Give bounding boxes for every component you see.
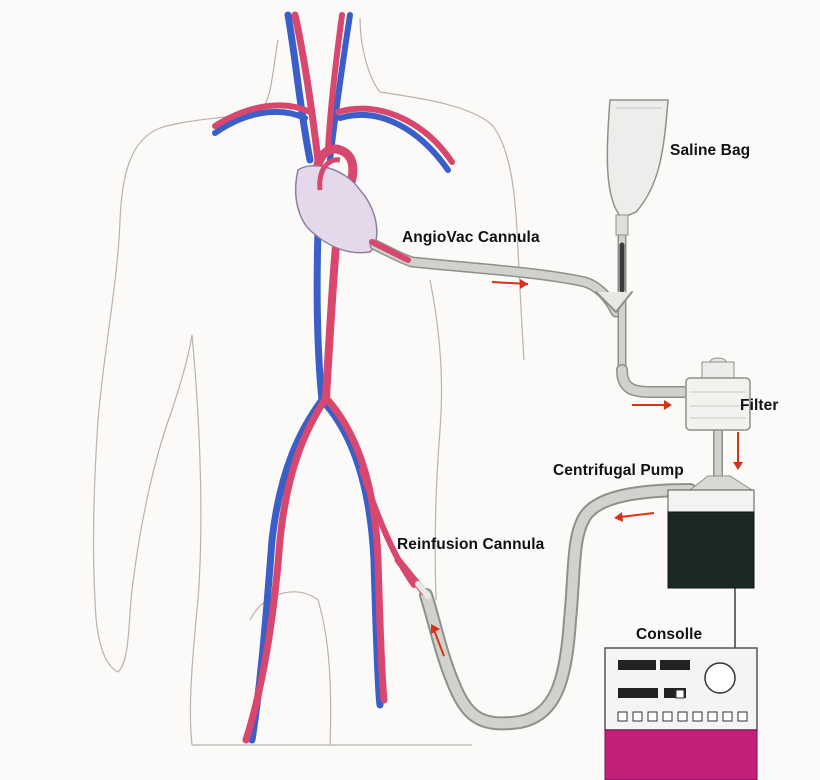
label-centrifugal-pump: Centrifugal Pump <box>553 462 684 479</box>
heart-vessel-overlay <box>317 157 341 191</box>
label-angiovac-cannula: AngioVac Cannula <box>402 229 540 246</box>
y-connector <box>595 291 633 314</box>
flow-arrow-left-icon <box>614 512 655 522</box>
iliac-artery-right <box>322 394 388 704</box>
label-filter: Filter <box>740 397 779 414</box>
filter-device <box>685 357 751 431</box>
iliac-vein-right <box>318 396 384 709</box>
flow-arrow-right-icon <box>632 400 672 410</box>
heart-shape <box>294 165 378 254</box>
flow-arrow-right-icon <box>491 279 529 289</box>
circuit-tubing <box>369 225 736 731</box>
ivc-vein <box>313 226 326 404</box>
vascular-system <box>212 11 455 744</box>
subclavian-artery-left <box>212 102 313 129</box>
label-saline-bag: Saline Bag <box>670 142 751 159</box>
iliac-artery-left <box>242 394 330 744</box>
label-reinfusion-cannula: Reinfusion Cannula <box>397 536 545 553</box>
subclavian-vein-left <box>212 108 308 136</box>
subclavian-vein-right <box>337 111 451 173</box>
flow-arrow-down-icon <box>733 432 743 470</box>
right-jugular-vein <box>327 12 353 163</box>
carotid-artery-right <box>325 12 345 153</box>
flow-arrows <box>431 279 743 657</box>
console-unit <box>604 647 758 780</box>
flow-arrow-up-icon <box>431 624 445 657</box>
subclavian-artery-right <box>335 105 455 165</box>
angiovac-tip <box>369 239 411 263</box>
body-outline <box>92 17 525 746</box>
carotid-artery-left <box>291 11 322 164</box>
saline-bag <box>606 99 669 236</box>
centrifugal-pump <box>667 475 755 589</box>
svc-vein <box>284 11 314 164</box>
label-consolle: Consolle <box>636 626 703 643</box>
